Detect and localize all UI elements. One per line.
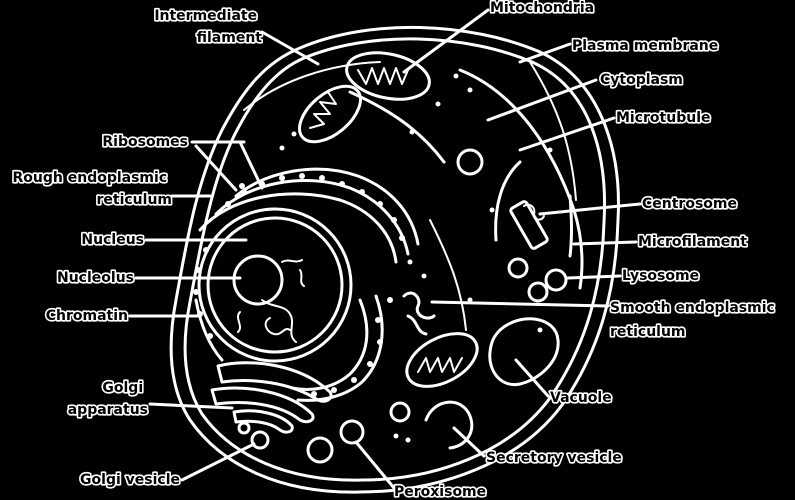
label-intermediate-filament: Intermediate filament — [154, 8, 262, 46]
golgi-vesicle-shape — [250, 430, 270, 450]
rough-er-5 — [296, 294, 384, 402]
secretory-vesicle-shape — [424, 400, 474, 450]
label-peroxisome: Peroxisome — [394, 484, 486, 500]
label-microtubule: Microtubule — [616, 110, 711, 126]
microfilament-lines — [429, 61, 577, 331]
cytoplasm-dots — [279, 73, 553, 443]
plasma-membrane-inner — [183, 37, 607, 482]
smooth-er-tubes — [402, 291, 436, 336]
mitochondrion-bottom — [405, 332, 479, 388]
label-mitochondria: Mitochondria — [490, 0, 594, 16]
vesicle-1 — [507, 257, 529, 279]
label-cytoplasm: Cytoplasm — [600, 72, 683, 88]
plasma-membrane-outer — [169, 25, 620, 494]
label-ribosomes: Ribosomes — [102, 134, 188, 150]
label-lysosome: Lysosome — [622, 268, 699, 284]
vacuole-shape — [488, 317, 560, 387]
label-vacuole: Vacuole — [550, 390, 612, 406]
label-smooth-er: Smooth endoplasmic reticulum — [610, 300, 780, 340]
vesicle-6 — [237, 421, 251, 435]
rough-er-4 — [290, 298, 369, 391]
rough-er-6 — [194, 298, 224, 362]
label-secretory-vesicle: Secretory vesicle — [486, 450, 622, 466]
label-centrosome: Centrosome — [642, 196, 737, 212]
label-golgi-apparatus: Golgi apparatus — [68, 380, 148, 418]
nuclear-envelope-inner — [206, 216, 344, 354]
centrosome-shape — [509, 200, 549, 250]
lysosome-shape — [544, 268, 568, 292]
label-microfilament: Microfilament — [638, 234, 747, 250]
label-nucleus: Nucleus — [81, 232, 144, 248]
rough-er-2 — [214, 178, 410, 256]
leader-lines — [128, 8, 642, 490]
label-golgi-vesicle: Golgi vesicle — [80, 472, 180, 488]
chromatin-strands — [237, 259, 305, 343]
label-nucleolus: Nucleolus — [57, 270, 134, 286]
microtubule-lines — [348, 68, 584, 290]
label-chromatin: Chromatin — [46, 308, 128, 324]
vesicle-2 — [527, 281, 549, 303]
vesicle-4 — [306, 436, 334, 464]
nucleolus-shape — [232, 254, 284, 306]
label-rough-er: Rough endoplasmic reticulum — [13, 170, 173, 208]
mitochondrion-left — [298, 84, 362, 144]
rough-er-3 — [234, 167, 420, 246]
vesicle-3 — [456, 148, 484, 176]
peroxisome-shape — [339, 419, 365, 445]
label-plasma-membrane: Plasma membrane — [572, 38, 718, 54]
mitochondrion-top — [345, 51, 431, 101]
vesicle-5 — [389, 401, 411, 423]
rough-er-1 — [198, 192, 398, 264]
nuclear-envelope-outer — [197, 207, 353, 363]
intermediate-filament-line — [243, 61, 381, 111]
golgi-apparatus-shape — [210, 361, 333, 434]
